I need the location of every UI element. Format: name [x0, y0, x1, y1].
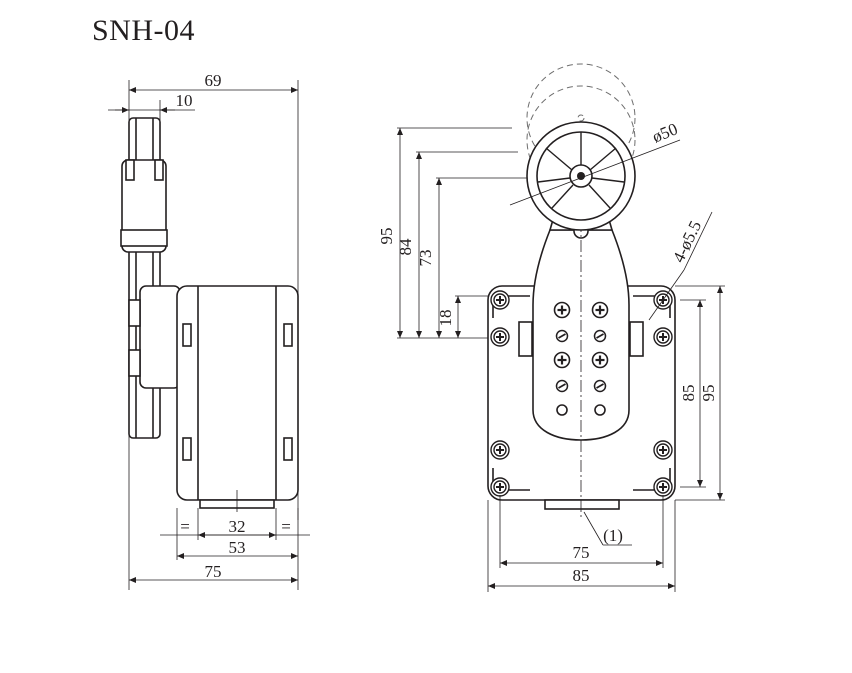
dim-mount-holes: 4-ø5.5 [669, 218, 705, 266]
dim-height-73: 73 [416, 250, 435, 267]
dim-height-84: 84 [396, 238, 415, 256]
dim-base-width: 53 [229, 538, 246, 557]
dim-height-95: 95 [377, 228, 396, 245]
front-view: 95 84 73 18 [377, 63, 725, 592]
dim-mount-spacing: 32 [229, 517, 246, 536]
dim-overall-width: 69 [205, 71, 222, 90]
side-view: 69 10 = 32 = 53 75 [108, 71, 310, 590]
dim-height-18: 18 [436, 310, 455, 327]
dim-hole-spacing-v: 85 [679, 385, 698, 402]
dim-equal-right: = [281, 517, 291, 536]
dim-total-width: 75 [205, 562, 222, 581]
dim-equal-left: = [180, 517, 190, 536]
dim-lever-thickness: 10 [176, 91, 193, 110]
drawing-title: SNH-04 [92, 14, 196, 47]
callout-1: (1) [603, 526, 623, 545]
dim-body-width: 85 [573, 566, 590, 585]
dim-hole-spacing-h: 75 [573, 543, 590, 562]
dim-body-height: 95 [699, 385, 718, 402]
dim-roller-diameter: ø50 [650, 119, 681, 146]
